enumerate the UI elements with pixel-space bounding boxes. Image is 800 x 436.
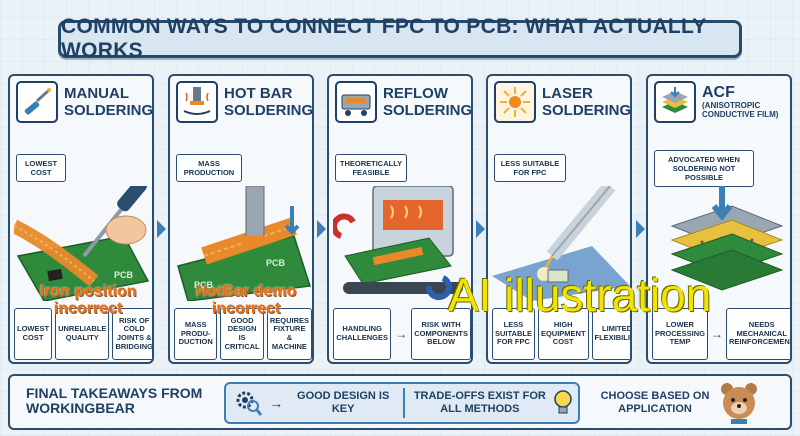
hotbar-demo-note: HotBar demo incorrect — [195, 283, 297, 317]
callout-label: LOWEST COST — [16, 154, 66, 182]
panel-title-line2: SOLDERING — [383, 102, 473, 119]
flow-arrow — [476, 220, 485, 238]
arrow-right-icon: → — [269, 395, 284, 411]
pros-cons-row: LOWEST COST UNRELIABLE QUALITY RISK OF C… — [14, 308, 152, 360]
panel-header: MANUAL SOLDERING — [10, 76, 152, 128]
title-banner: COMMON WAYS TO CONNECT FPC TO PCB: WHAT … — [58, 15, 742, 62]
pros-cons-row: HANDLING CHALLENGES → RISK WITH COMPONEN… — [333, 308, 471, 360]
callout-label: MASS PRODUCTION — [176, 154, 242, 182]
panel-acf: ACF (ANISOTROPIC CONDUCTIVE FILM) ADVOCA… — [646, 74, 792, 364]
panel-header: ACF (ANISOTROPIC CONDUCTIVE FILM) — [648, 76, 790, 128]
panel-title-line2: SOLDERING — [64, 102, 154, 119]
panel-title-line2: (ANISOTROPIC CONDUCTIVE FILM) — [702, 101, 779, 120]
footer-item: NEEDS MECHANICAL REINFORCEMENT — [726, 308, 790, 360]
footer-item: LOWEST COST — [14, 308, 53, 360]
page-title: COMMON WAYS TO CONNECT FPC TO PCB: WHAT … — [61, 15, 707, 62]
panel-header: HOT BAR SOLDERING — [170, 76, 312, 128]
panel-title-line2: SOLDERING — [224, 102, 314, 119]
panel-title-line2: SOLDERING — [542, 102, 632, 119]
panel-title-line1: HOT BAR — [224, 84, 293, 102]
callout-label: THEORETICALLY FEASIBLE — [335, 154, 407, 182]
callout-label: LESS SUITABLE FOR FPC — [494, 154, 566, 182]
laser-icon — [494, 81, 536, 123]
panel-manual-soldering: MANUAL SOLDERING LOWEST COST PCB LOWEST … — [8, 74, 154, 364]
bear-mascot-icon — [716, 379, 762, 430]
iron-position-note: Iron position incorrect — [39, 283, 137, 317]
arrow-right-icon: → — [711, 327, 724, 341]
hot-bar-icon — [176, 81, 218, 123]
footer-item: LOWER PROCESSING TEMP — [652, 308, 709, 360]
panel-header: REFLOW SOLDERING — [329, 76, 471, 128]
divider — [403, 388, 406, 418]
footer-item: GOOD DESIGN IS CRITICAL — [220, 308, 264, 360]
footer-item: UNRELIABLE QUALITY — [55, 308, 110, 360]
flow-arrow — [317, 220, 326, 238]
footer-item: RISK OF COLD JOINTS & BRIDGING — [112, 308, 152, 360]
laser-illustration — [492, 186, 630, 301]
reflow-oven-illustration — [333, 186, 463, 301]
footer-item: REQUIRES FIXTURE & MACHINE — [266, 308, 312, 360]
panel-title-line1: LASER — [542, 84, 593, 102]
pros-cons-row: LOWER PROCESSING TEMP → NEEDS MECHANICAL… — [652, 308, 790, 360]
pcb-label: PCB — [266, 258, 286, 268]
panel-header: LASER SOLDERING — [488, 76, 630, 128]
panel-reflow-soldering: REFLOW SOLDERING THEORETICALLY FEASIBLE … — [327, 74, 473, 364]
footer-item: RISK WITH COMPONENTS BELOW — [411, 308, 471, 360]
acf-layers-illustration — [670, 186, 784, 291]
panel-title-line1: MANUAL — [64, 84, 129, 102]
footer-item: LESS SUITABLE FOR FPC — [492, 308, 535, 360]
pcb-label: PCB — [114, 270, 134, 280]
takeaway-choose: CHOOSE BASED ON APPLICATION — [600, 390, 710, 415]
panel-hot-bar-soldering: HOT BAR SOLDERING MASS PRODUCTION PCB PC… — [168, 74, 314, 364]
manual-soldering-illustration: PCB — [14, 186, 150, 301]
panel-title-line1: ACF — [702, 84, 735, 101]
takeaway-good-design: GOOD DESIGN IS KEY — [297, 390, 390, 415]
soldering-iron-icon — [16, 81, 58, 123]
takeaways-title: FINAL TAKEAWAYS FROM WORKINGBEAR — [26, 385, 203, 417]
flow-arrow — [636, 220, 645, 238]
footer-item: MASS PRODU- DUCTION — [174, 308, 218, 360]
takeaways-box: → GOOD DESIGN IS KEY TRADE-OFFS EXIST FO… — [224, 382, 580, 424]
acf-layers-icon — [654, 81, 696, 123]
callout-label: ADVOCATED WHEN SOLDERING NOT POSSIBLE — [654, 150, 754, 187]
footer-item: HANDLING CHALLENGES — [333, 308, 392, 360]
footer-item: LIMITED FLEXIBILITY — [591, 308, 630, 360]
flow-arrow — [157, 220, 166, 238]
pros-cons-row: MASS PRODU- DUCTION GOOD DESIGN IS CRITI… — [174, 308, 312, 360]
panel-laser-soldering: LASER SOLDERING LESS SUITABLE FOR FPC LE… — [486, 74, 632, 364]
ai-illustration-watermark: AI illustration — [448, 269, 712, 321]
panel-title-line1: REFLOW — [383, 84, 448, 102]
takeaway-tradeoffs: TRADE-OFFS EXIST FOR ALL METHODS — [413, 390, 546, 415]
reflow-oven-icon — [335, 81, 377, 123]
hot-bar-illustration: PCB PCB — [177, 186, 311, 301]
footer-item: HIGH EQUIPMENT COST — [537, 308, 589, 360]
pros-cons-row: LESS SUITABLE FOR FPC HIGH EQUIPMENT COS… — [492, 308, 630, 360]
arrow-right-icon: → — [395, 327, 408, 341]
gear-search-icon — [226, 388, 269, 418]
pcb-label: PCB — [194, 280, 214, 290]
lightbulb-icon — [549, 389, 578, 417]
